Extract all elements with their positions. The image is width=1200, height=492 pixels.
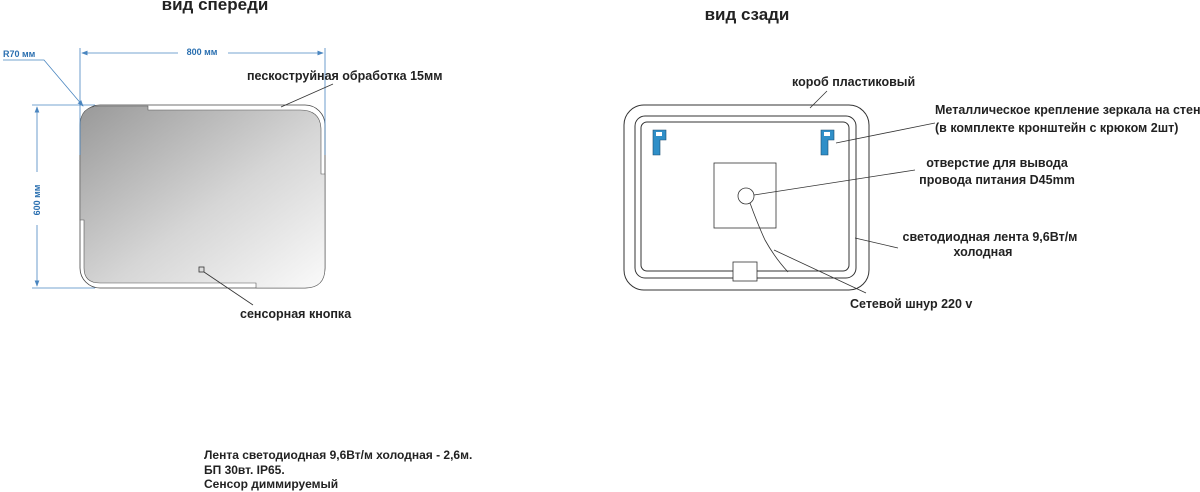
power-cord xyxy=(749,202,789,273)
hole-label-1: отверстие для вывода xyxy=(926,156,1069,170)
back-view: вид сзади короб пластиковый Металлическо… xyxy=(623,5,1200,311)
mount-label-1: Металлическое крепление зеркала на стену xyxy=(935,103,1200,117)
hole-leader xyxy=(753,169,916,196)
cord-leader xyxy=(773,249,867,294)
radius-dimension: R70 мм xyxy=(3,49,36,59)
radius-leader xyxy=(3,59,84,107)
width-dimension: 800 мм xyxy=(187,47,218,57)
mount-label-2: (в комплекте кронштейн с крюком 2шт) xyxy=(935,121,1178,135)
hole-label-2: провода питания D45mm xyxy=(919,173,1075,187)
height-dimension: 600 мм xyxy=(32,184,42,215)
sensor-label: сенсорная кнопка xyxy=(240,307,352,321)
led-label-1: светодиодная лента 9,6Вт/м xyxy=(903,230,1078,244)
sandblast-leader xyxy=(280,83,334,108)
bracket-right-icon xyxy=(820,129,835,156)
box-label: короб пластиковый xyxy=(792,75,915,89)
note-sensor: Сенсор диммируемый xyxy=(204,477,339,491)
front-view: вид спереди 800 мм 600 мм R70 мм пескост… xyxy=(3,0,443,321)
cable-hole xyxy=(737,187,755,205)
note-power-supply: БП 30вт. IP65. xyxy=(204,462,285,477)
cord-label: Сетевой шнур 220 v xyxy=(850,297,972,311)
power-supply-box xyxy=(732,261,758,282)
note-led-strip: Лента светодиодная 9,6Вт/м холодная - 2,… xyxy=(204,448,473,462)
back-title: вид сзади xyxy=(705,5,790,24)
led-label-2: холодная xyxy=(954,245,1013,259)
mirror-surface xyxy=(79,105,326,289)
sensor-leader xyxy=(203,271,254,306)
box-leader xyxy=(809,90,828,109)
sandblast-label: пескоструйная обработка 15мм xyxy=(247,69,443,83)
spec-notes: Лента светодиодная 9,6Вт/м холодная - 2,… xyxy=(204,448,472,492)
bracket-left-icon xyxy=(652,129,667,156)
sensor-button[interactable] xyxy=(198,266,205,273)
mount-leader xyxy=(835,122,936,144)
led-leader xyxy=(854,237,899,249)
front-title: вид спереди xyxy=(162,0,269,14)
